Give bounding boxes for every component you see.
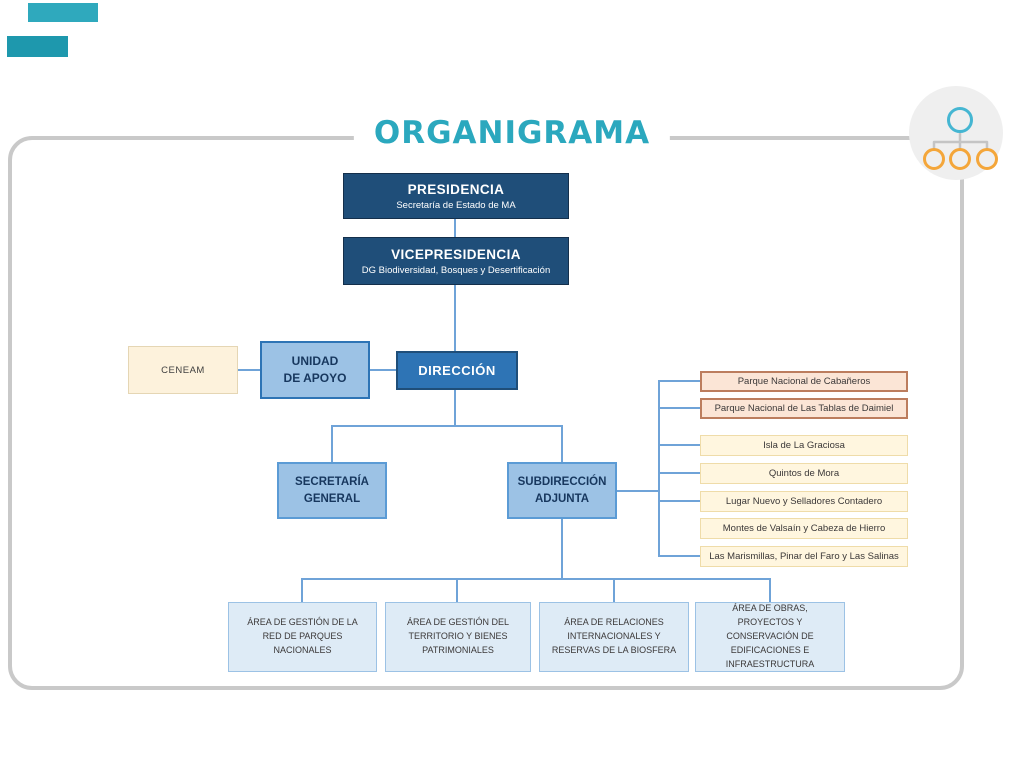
decor-rectangle	[28, 3, 98, 22]
connector-line	[454, 219, 456, 237]
node-direccion: DIRECCIÓN	[396, 351, 518, 390]
connector-line	[454, 390, 456, 426]
connector-line	[658, 472, 700, 474]
node-label: UNIDAD DE APOYO	[283, 353, 347, 385]
connector-line	[238, 369, 260, 371]
connector-line	[658, 407, 700, 409]
connector-line	[658, 380, 700, 382]
connector-line	[456, 578, 458, 604]
connector-line	[301, 578, 771, 580]
connector-line	[454, 285, 456, 351]
connector-line	[561, 425, 563, 462]
list-item-lugar-nuevo: Lugar Nuevo y Selladores Contadero	[700, 491, 908, 512]
connector-line	[331, 425, 563, 427]
connector-line	[331, 425, 333, 462]
connector-line	[658, 380, 660, 557]
node-sublabel: DG Biodiversidad, Bosques y Desertificac…	[361, 264, 551, 276]
node-area-red-parques: ÁREA DE GESTIÓN DE LA RED DE PARQUES NAC…	[228, 602, 377, 672]
connector-line	[561, 519, 563, 580]
node-label: DIRECCIÓN	[418, 363, 496, 378]
node-ceneam: CENEAM	[128, 346, 238, 394]
connector-line	[658, 555, 700, 557]
node-area-obras: ÁREA DE OBRAS, PROYECTOS Y CONSERVACIÓN …	[695, 602, 845, 672]
node-secretaria-general: SECRETARÍA GENERAL	[277, 462, 387, 519]
list-item-montes-valsain: Montes de Valsaín y Cabeza de Hierro	[700, 518, 908, 539]
list-item-las-marismillas: Las Marismillas, Pinar del Faro y Las Sa…	[700, 546, 908, 567]
org-chart-icon	[909, 107, 1003, 184]
connector-line	[658, 500, 700, 502]
connector-line	[613, 578, 615, 604]
connector-line	[617, 490, 659, 492]
org-chart-badge	[909, 86, 1003, 180]
list-item-parque-cabaneros: Parque Nacional de Cabañeros	[700, 371, 908, 392]
connector-line	[370, 369, 396, 371]
node-subdireccion-adjunta: SUBDIRECCIÓN ADJUNTA	[507, 462, 617, 519]
node-presidencia: PRESIDENCIA Secretaría de Estado de MA	[343, 173, 569, 219]
connector-line	[658, 444, 700, 446]
node-label: SUBDIRECCIÓN ADJUNTA	[517, 475, 607, 505]
node-vicepresidencia: VICEPRESIDENCIA DG Biodiversidad, Bosque…	[343, 237, 569, 285]
list-item-parque-tablas-daimiel: Parque Nacional de Las Tablas de Daimiel	[700, 398, 908, 419]
node-area-territorio: ÁREA DE GESTIÓN DEL TERRITORIO Y BIENES …	[385, 602, 531, 672]
node-area-relaciones: ÁREA DE RELACIONES INTERNACIONALES Y RES…	[539, 602, 689, 672]
list-item-isla-graciosa: Isla de La Graciosa	[700, 435, 908, 456]
node-sublabel: Secretaría de Estado de MA	[396, 199, 516, 211]
connector-line	[769, 578, 771, 604]
page-title: ORGANIGRAMA	[353, 112, 671, 154]
node-unidad-de-apoyo: UNIDAD DE APOYO	[260, 341, 370, 399]
node-label: SECRETARÍA GENERAL	[295, 475, 369, 505]
list-item-quintos-de-mora: Quintos de Mora	[700, 463, 908, 484]
node-label: VICEPRESIDENCIA	[391, 246, 521, 262]
connector-line	[301, 578, 303, 604]
node-label: CENEAM	[161, 364, 205, 376]
decor-rectangle	[7, 36, 68, 57]
node-label: PRESIDENCIA	[407, 181, 505, 197]
